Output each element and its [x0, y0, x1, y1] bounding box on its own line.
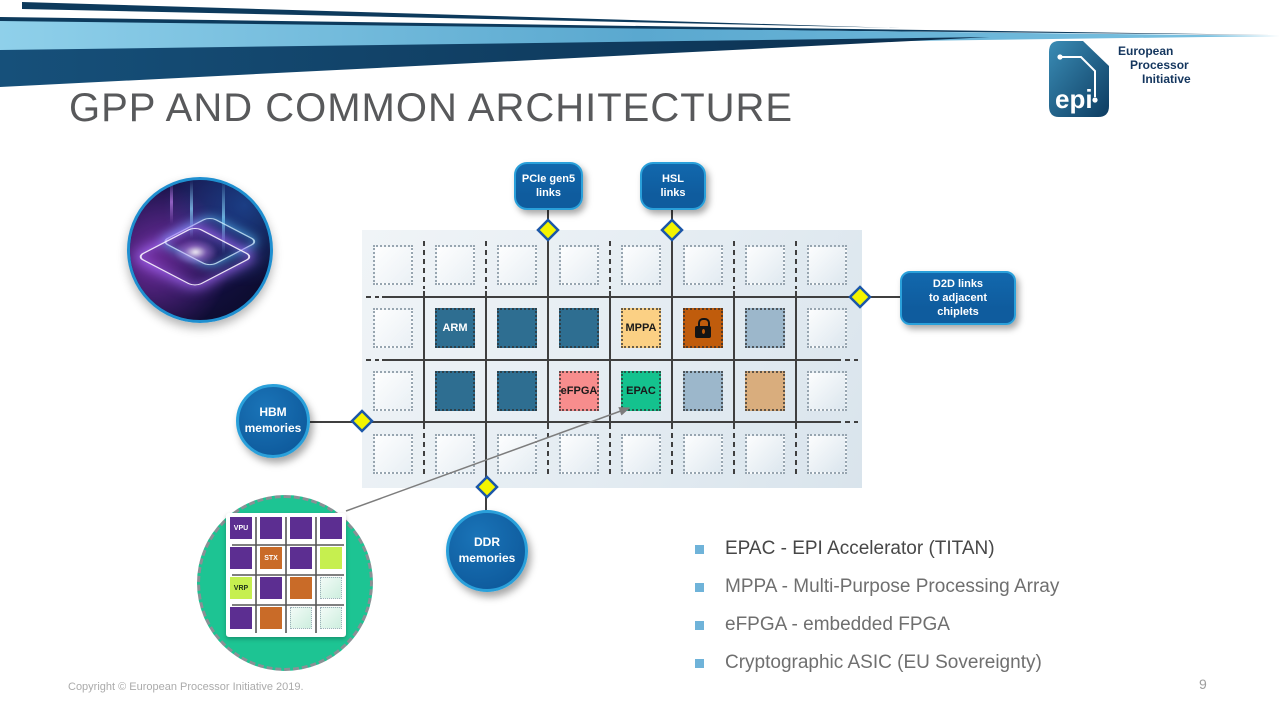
chiplet-grid-cells: ARM MPPA eFPGA EPAC	[373, 245, 847, 474]
photo-light-beam	[222, 180, 225, 254]
epi-logo-abbr: epi	[1055, 84, 1093, 114]
photo-light-beam	[170, 180, 173, 224]
logo-line: Processor	[1130, 58, 1189, 72]
epi-logo-text: European Processor Initiative	[1118, 44, 1191, 118]
copyright-text: Copyright © European Processor Initiativ…	[68, 681, 304, 693]
epac-cell-lime	[320, 547, 342, 569]
logo-line: Initiative	[1142, 72, 1191, 86]
callout-hbm-memories: HBM memories	[236, 384, 310, 458]
epac-cell-ppl	[290, 517, 312, 539]
chip-photo	[127, 177, 273, 323]
chiplet-array-panel: ARM MPPA eFPGA EPAC	[362, 230, 862, 488]
epac-cell-empty	[290, 607, 312, 629]
callout-text: D2D links to adjacent chiplets	[928, 277, 988, 319]
callout-text: HBM memories	[244, 405, 302, 435]
chiplet-cell-empty	[373, 434, 413, 474]
chiplet-cell-empty	[807, 371, 847, 411]
chiplet-cell-core	[497, 308, 537, 348]
chiplet-cell-empty	[683, 434, 723, 474]
chiplet-cell-empty	[807, 245, 847, 285]
epac-cell-stx: STX	[260, 547, 282, 569]
chiplet-cell-core	[559, 308, 599, 348]
chiplet-cell-shaded	[745, 308, 785, 348]
bullet-text: EPAC - EPI Accelerator (TITAN)	[725, 538, 995, 559]
bullet-text: Cryptographic ASIC (EU Sovereignty)	[725, 652, 1042, 673]
chiplet-cell-empty	[373, 245, 413, 285]
chiplet-cell-tan	[745, 371, 785, 411]
chiplet-cell-empty	[745, 245, 785, 285]
chiplet-cell-efpga: eFPGA	[559, 371, 599, 411]
epac-cell-vpu: VPU	[230, 517, 252, 539]
chiplet-cell-empty	[435, 245, 475, 285]
chiplet-cell-empty	[373, 308, 413, 348]
chiplet-cell-empty	[497, 434, 537, 474]
list-item: eFPGA - embedded FPGA	[695, 606, 1125, 644]
chiplet-cell-empty	[621, 245, 661, 285]
epac-cell-vrp: VRP	[230, 577, 252, 599]
bullet-icon	[695, 620, 704, 630]
epac-cell-org	[260, 607, 282, 629]
chiplet-cell-crypto	[683, 308, 723, 348]
epac-cell-ppl	[260, 517, 282, 539]
lock-icon	[695, 317, 711, 338]
epac-cell-empty	[320, 577, 342, 599]
chiplet-cell-mppa: MPPA	[621, 308, 661, 348]
chiplet-cell-empty	[745, 434, 785, 474]
list-item: Cryptographic ASIC (EU Sovereignty)	[695, 644, 1125, 682]
epac-cell-ppl	[230, 547, 252, 569]
callout-text: DDR memories	[458, 535, 516, 565]
banner-decoration	[0, 2, 1280, 87]
bullet-list: EPAC - EPI Accelerator (TITAN) MPPA - Mul…	[695, 530, 1125, 682]
logo-line: European	[1118, 44, 1174, 58]
chiplet-cell-core	[497, 371, 537, 411]
chiplet-cell-empty	[559, 434, 599, 474]
chiplet-cell-empty	[621, 434, 661, 474]
chiplet-cell-empty	[559, 245, 599, 285]
bullet-icon	[695, 658, 704, 668]
epi-chip-icon: epi	[1049, 41, 1109, 117]
photo-glow	[173, 239, 218, 266]
list-item: EPAC - EPI Accelerator (TITAN)	[695, 530, 1125, 568]
chiplet-cell-empty	[373, 371, 413, 411]
list-item: MPPA - Multi-Purpose Processing Array	[695, 568, 1125, 606]
epac-tile-box: VPU STX VRP	[226, 513, 346, 637]
page-number: 9	[1199, 676, 1207, 692]
bullet-text: MPPA - Multi-Purpose Processing Array	[725, 576, 1060, 597]
epac-cell-ppl	[290, 547, 312, 569]
bullet-text: eFPGA - embedded FPGA	[725, 614, 950, 635]
photo-light-beam	[190, 180, 193, 238]
callout-d2d-links: D2D links to adjacent chiplets	[900, 271, 1016, 325]
chiplet-cell-empty	[497, 245, 537, 285]
chiplet-cell-empty	[435, 434, 475, 474]
chiplet-cell-core	[435, 371, 475, 411]
callout-pcie-gen5-links: PCIe gen5 links	[514, 162, 583, 210]
callout-ddr-memories: DDR memories	[446, 510, 528, 592]
chiplet-cell-empty	[683, 245, 723, 285]
epac-cell-ppl	[320, 517, 342, 539]
epac-cell-ppl	[230, 607, 252, 629]
epac-cell-org	[290, 577, 312, 599]
callout-text: PCIe gen5 links	[521, 172, 576, 199]
callout-hsl-links: HSL links	[640, 162, 706, 210]
chiplet-cell-shaded	[683, 371, 723, 411]
epac-cell-ppl	[260, 577, 282, 599]
page-title: GPP AND COMMON ARCHITECTURE	[69, 86, 794, 130]
epi-logo: epi European Processor Initiative	[1048, 40, 1191, 118]
epac-grid-cells: VPU STX VRP	[230, 517, 342, 629]
chiplet-cell-empty	[807, 434, 847, 474]
epac-zoom-circle: VPU STX VRP	[197, 495, 373, 671]
bullet-icon	[695, 544, 704, 554]
callout-text: HSL links	[660, 172, 686, 199]
chiplet-cell-epac: EPAC	[621, 371, 661, 411]
epac-cell-empty	[320, 607, 342, 629]
chiplet-cell-empty	[807, 308, 847, 348]
chiplet-cell-arm: ARM	[435, 308, 475, 348]
bullet-icon	[695, 582, 704, 592]
